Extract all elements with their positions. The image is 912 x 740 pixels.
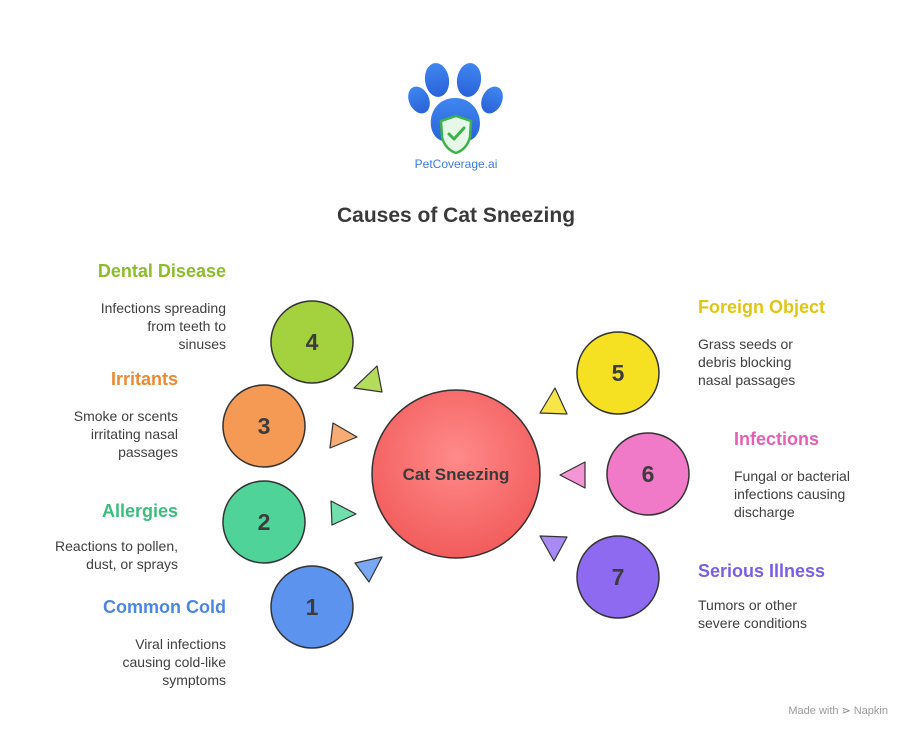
cause-desc-5-line-1: Grass seeds or: [698, 336, 793, 352]
cause-number-3: 3: [258, 413, 271, 439]
cause-desc-2: Reactions to pollen, dust, or sprays: [55, 537, 178, 573]
cause-desc-1: Viral infections causing cold-like sympt…: [123, 635, 227, 689]
made-with-text: Made with: [788, 705, 839, 717]
center-label: Cat Sneezing: [403, 465, 510, 484]
arrow-icon-1: [354, 556, 383, 583]
made-with-footer[interactable]: Made with⋗Napkin: [788, 704, 888, 717]
arrow-icon-6: [559, 461, 586, 489]
cause-desc-5-line-3: nasal passages: [698, 372, 796, 388]
cause-title-5: Foreign Object: [698, 297, 826, 317]
cause-number-2: 2: [258, 509, 271, 535]
cause-number-6: 6: [642, 461, 655, 487]
cause-desc-4: Infections spreading from teeth to sinus…: [101, 299, 226, 353]
cause-number-1: 1: [306, 594, 319, 620]
diagram-title: Causes of Cat Sneezing: [336, 204, 576, 227]
cause-number-4: 4: [306, 329, 319, 355]
cause-title-3: Irritants: [110, 369, 178, 389]
cause-number-5: 5: [612, 360, 625, 386]
cause-desc-3-line-2: irritating nasal: [90, 426, 178, 442]
arrow-icon-3: [329, 422, 358, 449]
cause-desc-4-line-2: from teeth to: [147, 318, 226, 334]
cause-desc-4-line-3: sinuses: [178, 336, 226, 352]
cause-desc-3-line-1: Smoke or scents: [73, 408, 178, 424]
cause-desc-6-line-3: discharge: [734, 504, 795, 520]
cause-circle-7: [576, 535, 660, 619]
cause-desc-1-line-2: causing cold-like: [122, 654, 227, 670]
cause-desc-7-line-1: Tumors or other: [698, 597, 798, 613]
cause-desc-6: Fungal or bacterial infections causing d…: [734, 467, 850, 521]
cause-circle-1: [270, 565, 354, 649]
arrow-icon-2: [330, 500, 357, 526]
arrow-icon-5: [539, 387, 568, 415]
cause-desc-3: Smoke or scents irritating nasal passage…: [74, 407, 178, 461]
cause-desc-1-line-3: symptoms: [162, 672, 226, 688]
cause-desc-7: Tumors or other severe conditions: [698, 596, 807, 632]
cause-desc-3-line-3: passages: [118, 444, 178, 460]
cause-circle-6: [606, 432, 690, 516]
arrow-icon-4: [353, 365, 383, 393]
cause-circle-3: [222, 384, 306, 468]
center-circle: [371, 389, 541, 559]
arrow-icon-7: [539, 535, 568, 562]
cause-title-6: Infections: [734, 429, 820, 449]
cause-desc-6-line-2: infections causing: [734, 486, 846, 502]
cause-title-2: Allergies: [101, 501, 178, 521]
cause-circle-4: [270, 300, 354, 384]
cause-desc-5-line-2: debris blocking: [698, 354, 792, 370]
cause-desc-1-line-1: Viral infections: [135, 636, 226, 652]
cause-desc-2-line-2: dust, or sprays: [86, 556, 178, 572]
shield-check-icon: [439, 114, 473, 155]
brand-name: PetCoverage.ai: [414, 157, 498, 171]
cause-desc-2-line-1: Reactions to pollen,: [55, 538, 178, 554]
cause-title-4: Dental Disease: [97, 261, 226, 281]
napkin-brand: Napkin: [853, 705, 888, 717]
cause-desc-7-line-2: severe conditions: [698, 615, 807, 631]
cause-circle-5: [576, 331, 660, 415]
cause-title-1: Common Cold: [103, 597, 226, 617]
cause-title-7: Serious Illness: [698, 561, 826, 581]
cause-circle-2: [222, 480, 306, 564]
napkin-logo-icon: ⋗: [841, 705, 851, 717]
cause-desc-4-line-1: Infections spreading: [100, 300, 226, 316]
cause-desc-6-line-1: Fungal or bacterial: [734, 468, 850, 484]
cause-number-7: 7: [612, 564, 625, 590]
cause-desc-5: Grass seeds or debris blocking nasal pas…: [698, 335, 795, 389]
